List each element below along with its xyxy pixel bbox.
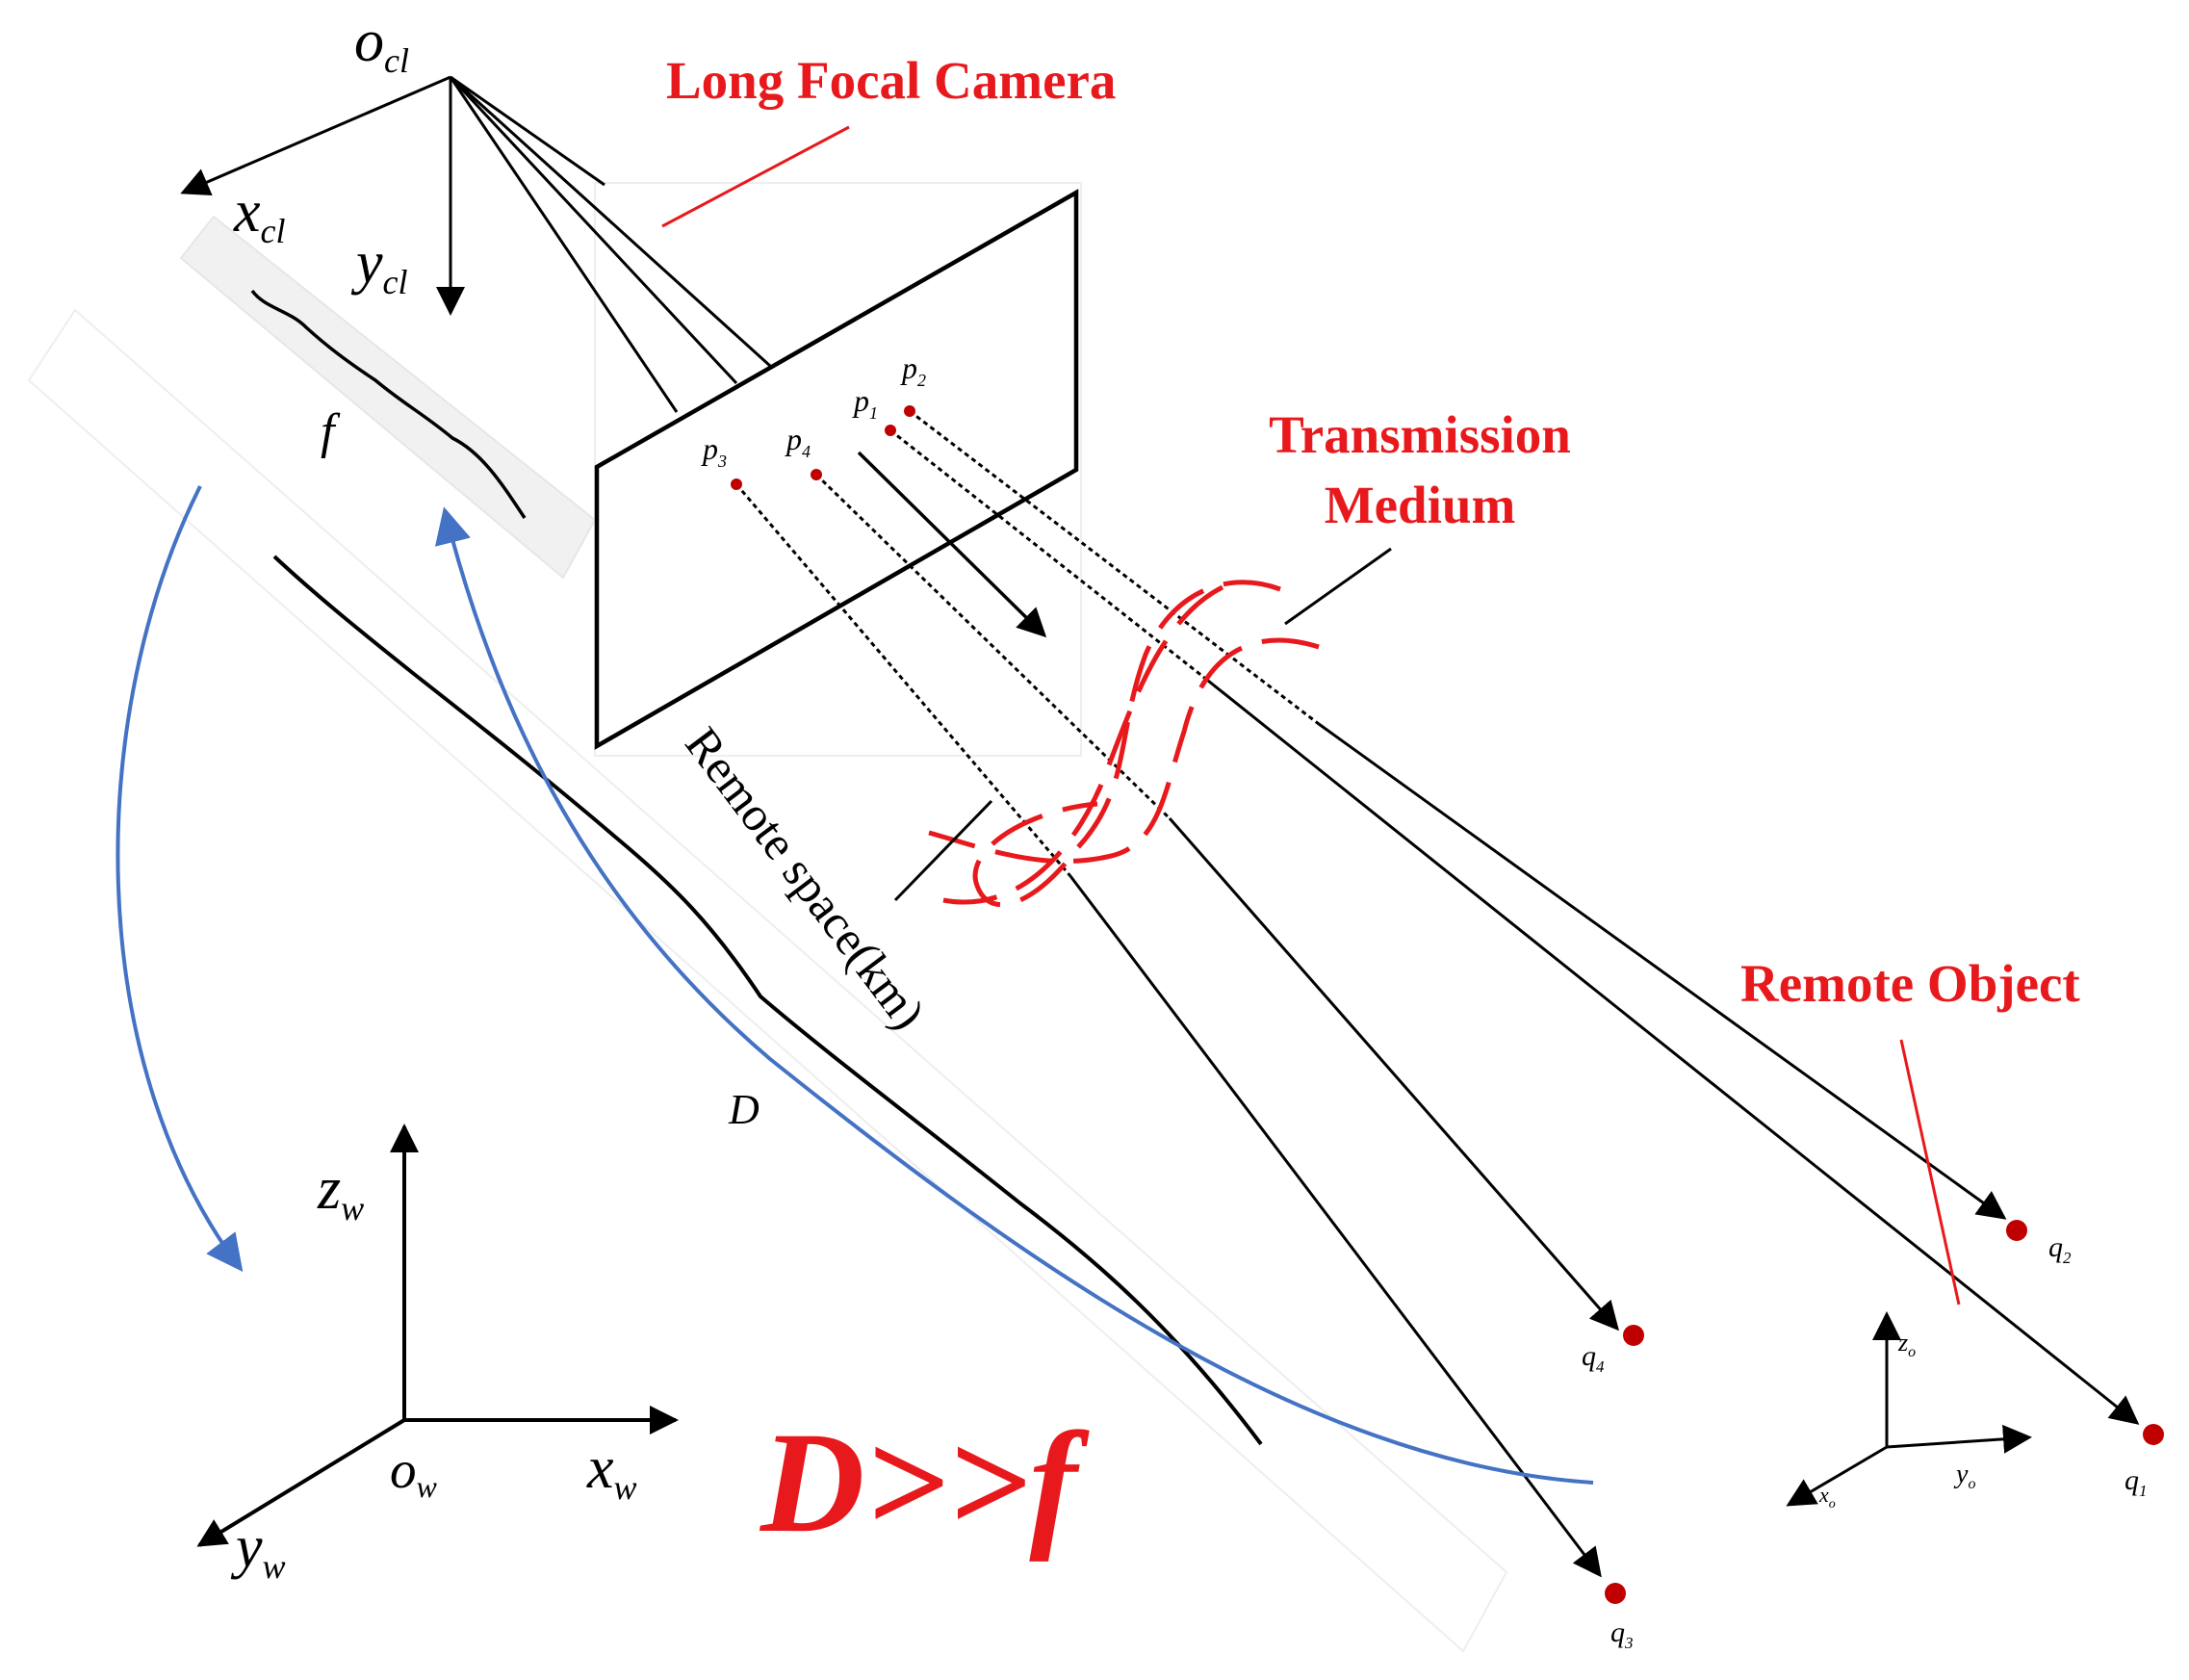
- world-y-axis: [196, 1418, 406, 1547]
- projection-ray-4: [449, 76, 679, 413]
- projection-ray-1: [450, 75, 605, 187]
- world-origin-label: ow: [390, 1440, 438, 1504]
- point-q3: [1605, 1583, 1626, 1604]
- projection-ray-2: [449, 75, 772, 368]
- camera-x-label: xcl: [233, 179, 286, 250]
- camera-frame: [180, 75, 772, 413]
- ray-q1: [1202, 675, 2140, 1425]
- dotted-ray-p3: [734, 483, 1072, 877]
- world-x-label: xw: [586, 1435, 637, 1507]
- medium-loop-2: [972, 580, 1281, 907]
- point-q1: [2143, 1424, 2164, 1445]
- object-z-label: zo: [1897, 1329, 1916, 1360]
- blue-arc-down: [116, 485, 244, 1273]
- p4-label: p4: [785, 422, 811, 461]
- point-p2: [904, 405, 915, 417]
- object-y-label: yo: [1953, 1460, 1975, 1492]
- remote-object-label: Remote Object: [1740, 954, 2080, 1013]
- medium-label-line1: Transmission: [1269, 405, 1571, 464]
- q2-label: q2: [2048, 1231, 2072, 1267]
- point-q2: [2006, 1220, 2027, 1241]
- q4-label: q4: [1582, 1340, 1605, 1376]
- object-frame: [1786, 1311, 2032, 1507]
- solid-rays: [1069, 675, 2140, 1578]
- q1-label: q1: [2125, 1464, 2148, 1500]
- object-x-axis: [1786, 1445, 1888, 1507]
- ray-q3: [1069, 875, 1602, 1578]
- object-x-label: xo: [1818, 1483, 1836, 1512]
- medium-leader-line: [1284, 547, 1392, 626]
- point-q4: [1623, 1325, 1644, 1346]
- point-p4: [811, 469, 822, 480]
- camera-label: Long Focal Camera: [666, 51, 1116, 110]
- blue-arc-up: [434, 506, 1594, 1485]
- q3-label: q3: [1610, 1616, 1634, 1652]
- distance-bracket: [272, 555, 1263, 1446]
- point-p1: [885, 425, 896, 436]
- world-z-label: zw: [317, 1156, 364, 1228]
- distance-label: D: [728, 1086, 760, 1133]
- image-points: [731, 405, 915, 490]
- ray-q2: [1318, 722, 2007, 1220]
- p2-label: p2: [900, 350, 926, 390]
- camera-origin-label: ocl: [354, 9, 409, 80]
- camera-leader-line: [661, 125, 850, 228]
- dotted-ray-p1: [889, 428, 1204, 679]
- medium-label-line2: Medium: [1325, 476, 1516, 534]
- p1-label: p1: [852, 383, 878, 423]
- image-plane-direction-arrow: [857, 451, 1047, 638]
- remote-space-leader-line: [893, 799, 993, 902]
- object-points: [1605, 1220, 2164, 1604]
- dotted-ray-p2: [909, 409, 1320, 726]
- camera-x-axis: [180, 75, 451, 196]
- object-leader-line: [1899, 1039, 1961, 1305]
- world-frame: [196, 1124, 679, 1547]
- p3-label: p3: [701, 431, 727, 471]
- point-p3: [731, 478, 742, 490]
- medium-loop-1: [928, 637, 1320, 865]
- object-y-axis: [1886, 1424, 2032, 1454]
- world-y-label: yw: [230, 1514, 286, 1586]
- focal-length-bracket: [250, 289, 527, 519]
- projection-ray-3: [449, 75, 738, 385]
- ray-q4: [1168, 817, 1619, 1331]
- distance-band: [27, 308, 1508, 1653]
- background-bands: [27, 182, 1508, 1653]
- focal-label: f: [321, 404, 341, 459]
- transmission-medium: [928, 580, 1320, 907]
- image-plane: [594, 189, 1079, 750]
- camera-y-label: ycl: [350, 230, 408, 301]
- relation-label: D>>f: [759, 1403, 1090, 1563]
